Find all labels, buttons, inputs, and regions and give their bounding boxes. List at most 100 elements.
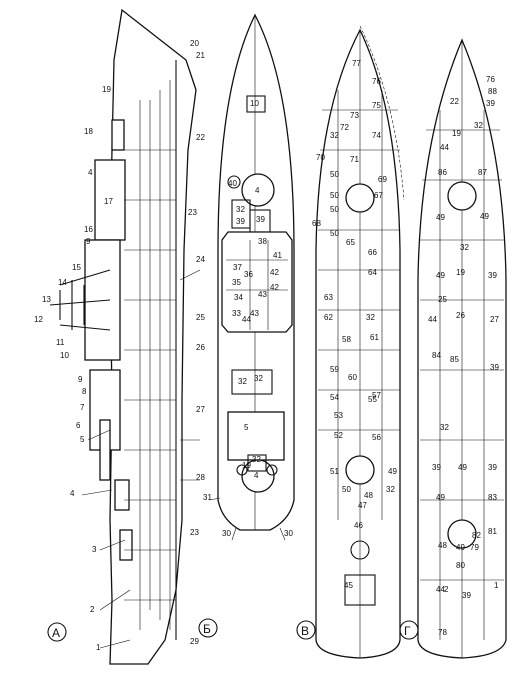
deck-g-label-4: 19	[452, 129, 461, 138]
side-callout-9: 10	[60, 351, 69, 360]
side-callout-30: 23	[190, 528, 199, 537]
deck-b-label-7: 37	[233, 263, 242, 272]
side-callout-11: 12	[34, 315, 43, 324]
deck-plan-v: В 77767273327574717050696768505066656450…	[296, 25, 405, 659]
side-callout-8: 9	[78, 375, 83, 384]
side-callout-29: 28	[196, 473, 205, 482]
deck-b-label-19: 32	[238, 377, 247, 386]
side-callout-22: 21	[196, 51, 205, 60]
side-callout-20: 19	[102, 85, 111, 94]
deck-g-label-18: 26	[456, 311, 465, 320]
side-callout-5: 6	[76, 421, 81, 430]
deck-b-label-15: 33	[232, 309, 241, 318]
deck-v-label-38: 48	[364, 491, 373, 500]
side-callout-24: 23	[188, 208, 197, 217]
deck-g-label-35: 44	[436, 585, 445, 594]
deck-v-label-34: 50	[342, 485, 351, 494]
side-callout-17: 17	[104, 197, 113, 206]
side-callout-4: 5	[80, 435, 85, 444]
deck-v-label-18: 50	[330, 229, 339, 238]
deck-b-label-9: 35	[232, 278, 241, 287]
deck-v-label-12: 68	[312, 219, 321, 228]
side-profile: А 12345678910111213141516917184192021222…	[34, 8, 205, 665]
deck-b-label-26: 30	[284, 529, 293, 538]
deck-v-label-11: 67	[374, 191, 383, 200]
side-callout-23: 22	[196, 133, 205, 142]
deck-g-label-2: 22	[450, 97, 459, 106]
deck-v-label-25: 60	[348, 373, 357, 382]
deck-g-label-11: 32	[460, 243, 469, 252]
deck-g-label-28: 48	[438, 541, 447, 550]
deck-v-label-9: 50	[330, 170, 339, 179]
deck-v-label-22: 61	[370, 333, 379, 342]
deck-g-label-12: 49	[436, 271, 445, 280]
deck-v-label-10: 69	[378, 175, 387, 184]
deck-v-label-33: 49	[388, 467, 397, 476]
deck-b-label-25: 30	[222, 529, 231, 538]
deck-b-label-2: 4	[255, 186, 260, 195]
side-callout-6: 7	[80, 403, 85, 412]
panel-label-v: В	[301, 624, 309, 638]
deck-v-label-19: 63	[324, 293, 333, 302]
deck-g-label-9: 49	[436, 213, 445, 222]
deck-b-label-12: 42	[270, 283, 279, 292]
side-callout-0: 1	[96, 643, 101, 652]
deck-v-label-20: 62	[324, 313, 333, 322]
deck-v-label-28: 53	[334, 411, 343, 420]
deck-v-label-21: 32	[366, 313, 375, 322]
deck-v-label-30: 56	[372, 433, 381, 442]
deck-v-label-17: 64	[368, 268, 377, 277]
deck-b-label-11: 36	[244, 270, 253, 279]
deck-b-label-17: 43	[250, 309, 259, 318]
side-callout-12: 13	[42, 295, 51, 304]
deck-v-label-39: 45	[344, 581, 353, 590]
deck-b-label-4: 39	[236, 217, 245, 226]
deck-v-label-13: 50	[330, 191, 339, 200]
deck-g-label-0: 76	[486, 75, 495, 84]
deck-g-label-15: 25	[438, 295, 447, 304]
side-callout-26: 25	[196, 313, 205, 322]
deck-g-label-25: 49	[436, 493, 445, 502]
deck-v-label-27: 54	[330, 393, 339, 402]
deck-g-label-5: 32	[474, 121, 483, 130]
deck-g-label-6: 44	[440, 143, 449, 152]
panel-label-b: Б	[203, 622, 211, 636]
side-callout-27: 26	[196, 343, 205, 352]
deck-g-label-23: 39	[432, 463, 441, 472]
side-callout-31: 29	[190, 637, 199, 646]
deck-v-label-32: 51	[330, 467, 339, 476]
deck-b-label-20: 5	[244, 423, 249, 432]
deck-g-label-14: 39	[488, 271, 497, 280]
deck-b-label-5: 39	[256, 215, 265, 224]
deck-g-label-20: 39	[490, 363, 499, 372]
deck-v-label-26: 57	[372, 391, 381, 400]
deck-b-label-13: 34	[234, 293, 243, 302]
deck-b-label-14: 43	[258, 290, 267, 299]
deck-g-label-31: 81	[488, 527, 497, 536]
deck-v-label-5: 75	[372, 101, 381, 110]
deck-g-label-17: 84	[432, 351, 441, 360]
side-callout-13: 14	[58, 278, 67, 287]
side-callout-19: 4	[88, 168, 93, 177]
side-callout-28: 27	[196, 405, 205, 414]
side-callout-15: 16	[84, 225, 93, 234]
deck-g-label-37: 1	[494, 581, 499, 590]
deck-b-label-3: 32	[236, 205, 245, 214]
deck-b-label-16: 44	[242, 315, 251, 324]
deck-v-label-3: 73	[350, 111, 359, 120]
deck-g-label-34: 2	[444, 585, 449, 594]
deck-b-label-18: 32	[254, 374, 263, 383]
deck-g-label-29: 49	[456, 543, 465, 552]
deck-v-label-1: 76	[372, 77, 381, 86]
deck-g-label-7: 86	[438, 168, 447, 177]
deck-v-label-31: 52	[334, 431, 343, 440]
deck-b-label-24: 31	[203, 493, 212, 502]
deck-g-label-22: 32	[440, 423, 449, 432]
deck-v-label-24: 59	[330, 365, 339, 374]
side-callout-7: 8	[82, 387, 87, 396]
side-callout-14: 15	[72, 263, 81, 272]
deck-v-label-2: 72	[340, 123, 349, 132]
